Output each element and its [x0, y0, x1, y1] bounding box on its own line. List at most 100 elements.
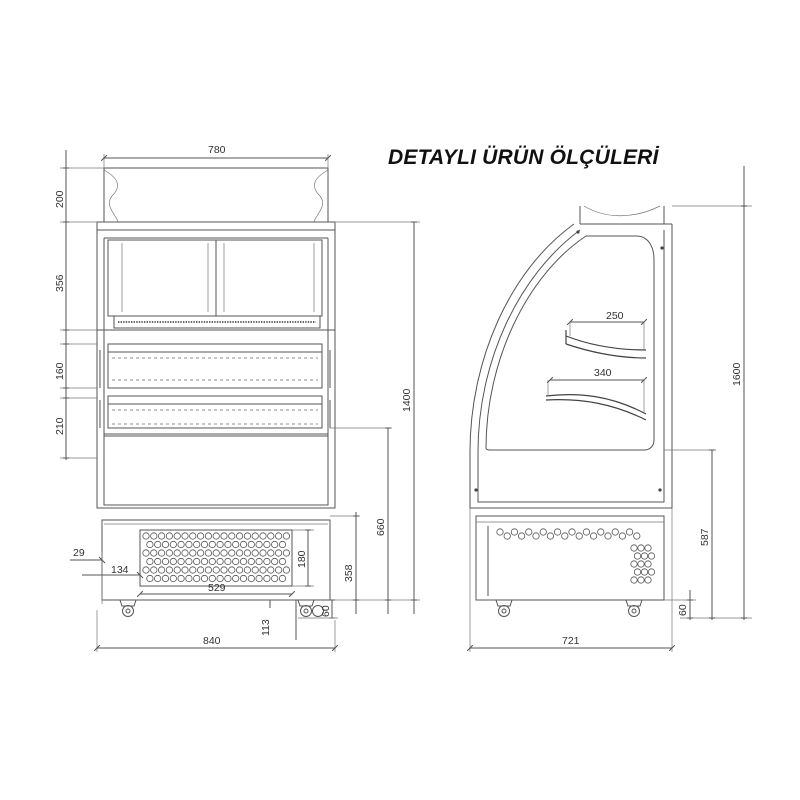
front-canopy [103, 167, 329, 223]
grille-hole [236, 549, 244, 557]
grille-hole [625, 528, 634, 536]
grille-hole [204, 566, 212, 574]
grille-hole [185, 540, 193, 549]
grille-hole [232, 574, 240, 583]
grille-hole [200, 557, 209, 566]
grille-hole [637, 544, 645, 552]
grille-hole [173, 532, 181, 540]
grille-hole [644, 576, 652, 584]
grille-hole [271, 557, 279, 566]
grille-hole [158, 532, 166, 540]
grille-hole [263, 540, 271, 549]
grille-hole [173, 549, 181, 557]
grille-hole [177, 540, 185, 549]
grille-hole [169, 574, 177, 583]
grille-hole [220, 532, 228, 540]
grille-hole [647, 568, 656, 576]
grille-hole [259, 549, 267, 557]
dim-grille-offset: 358 [343, 564, 355, 582]
grille-hole [161, 574, 170, 583]
grille-hole [193, 540, 201, 549]
dim-wheel-offset: 113 [260, 619, 272, 636]
grille-hole [212, 549, 220, 557]
grille-hole [200, 540, 209, 549]
front-cabinet [96, 221, 336, 509]
grille-hole [208, 557, 216, 566]
grille-hole [630, 560, 638, 568]
grille-hole [197, 566, 205, 574]
grille-hole [181, 566, 189, 574]
grille-hole [181, 532, 189, 540]
front-dimensions [60, 150, 420, 652]
grille-hole [165, 566, 173, 574]
grille-hole [150, 549, 158, 557]
grille-hole [274, 566, 283, 574]
grille-hole [228, 532, 236, 540]
grille-hole [561, 532, 569, 540]
grille-hole [239, 557, 248, 566]
dim-side-offset: 29 [73, 547, 85, 559]
grille-hole [177, 557, 185, 566]
grille-hole [597, 528, 605, 536]
dim-shelf1-height: 160 [54, 362, 66, 380]
grille-hole [181, 549, 189, 557]
grille-hole [165, 532, 173, 540]
grille-hole [204, 532, 212, 540]
grille-hole [232, 557, 240, 566]
grille-hole [220, 566, 228, 574]
dim-grille-height: 180 [296, 550, 308, 568]
grille-hole [255, 540, 263, 549]
grille-hole [189, 549, 197, 557]
grille-hole [263, 574, 271, 583]
grille-hole [177, 574, 185, 583]
grille-hole [255, 574, 263, 583]
dim-upper-height: 356 [54, 274, 66, 292]
grille-hole [525, 528, 533, 536]
grille-hole [161, 557, 170, 566]
grille-hole [259, 532, 267, 540]
grille-hole [259, 566, 267, 574]
grille-hole [216, 557, 224, 566]
grille-hole [630, 544, 638, 552]
dim-front-base-height: 660 [375, 518, 387, 536]
grille-hole [510, 528, 519, 536]
grille-hole [146, 557, 154, 566]
grille-hole [220, 549, 228, 557]
dim-grille-left: 134 [111, 564, 129, 576]
grille-hole [236, 566, 244, 574]
grille-hole [232, 540, 240, 549]
grille-hole [150, 532, 158, 540]
grille-hole [568, 528, 576, 536]
grille-hole [604, 532, 612, 540]
grille-hole [243, 566, 251, 574]
grille-hole [282, 549, 290, 557]
grille-hole [158, 566, 166, 574]
dim-front-total-width: 840 [203, 635, 221, 647]
grille-hole [251, 566, 259, 574]
side-ventilation-grille [496, 528, 656, 584]
grille-hole [637, 576, 645, 584]
grille-hole [224, 574, 232, 583]
grille-hole [496, 528, 504, 536]
grille-hole [282, 532, 290, 540]
drawing-title: DETAYLI ÜRÜN ÖLÇÜLERİ [388, 146, 659, 169]
side-cabinet [469, 223, 673, 509]
grille-hole [503, 532, 511, 540]
grille-hole [239, 540, 248, 549]
dim-side-wheel-height: 60 [677, 604, 689, 616]
grille-hole [637, 560, 645, 568]
grille-hole [158, 549, 166, 557]
grille-hole [644, 560, 652, 568]
grille-hole [243, 549, 251, 557]
dim-side-depth: 721 [562, 635, 580, 647]
grille-hole [267, 549, 275, 557]
grille-hole [150, 566, 158, 574]
grille-hole [644, 544, 652, 552]
grille-hole [611, 528, 619, 536]
grille-hole [251, 532, 259, 540]
grille-hole [589, 532, 598, 540]
grille-hole [216, 540, 224, 549]
grille-hole [173, 566, 181, 574]
grille-hole [208, 574, 216, 583]
